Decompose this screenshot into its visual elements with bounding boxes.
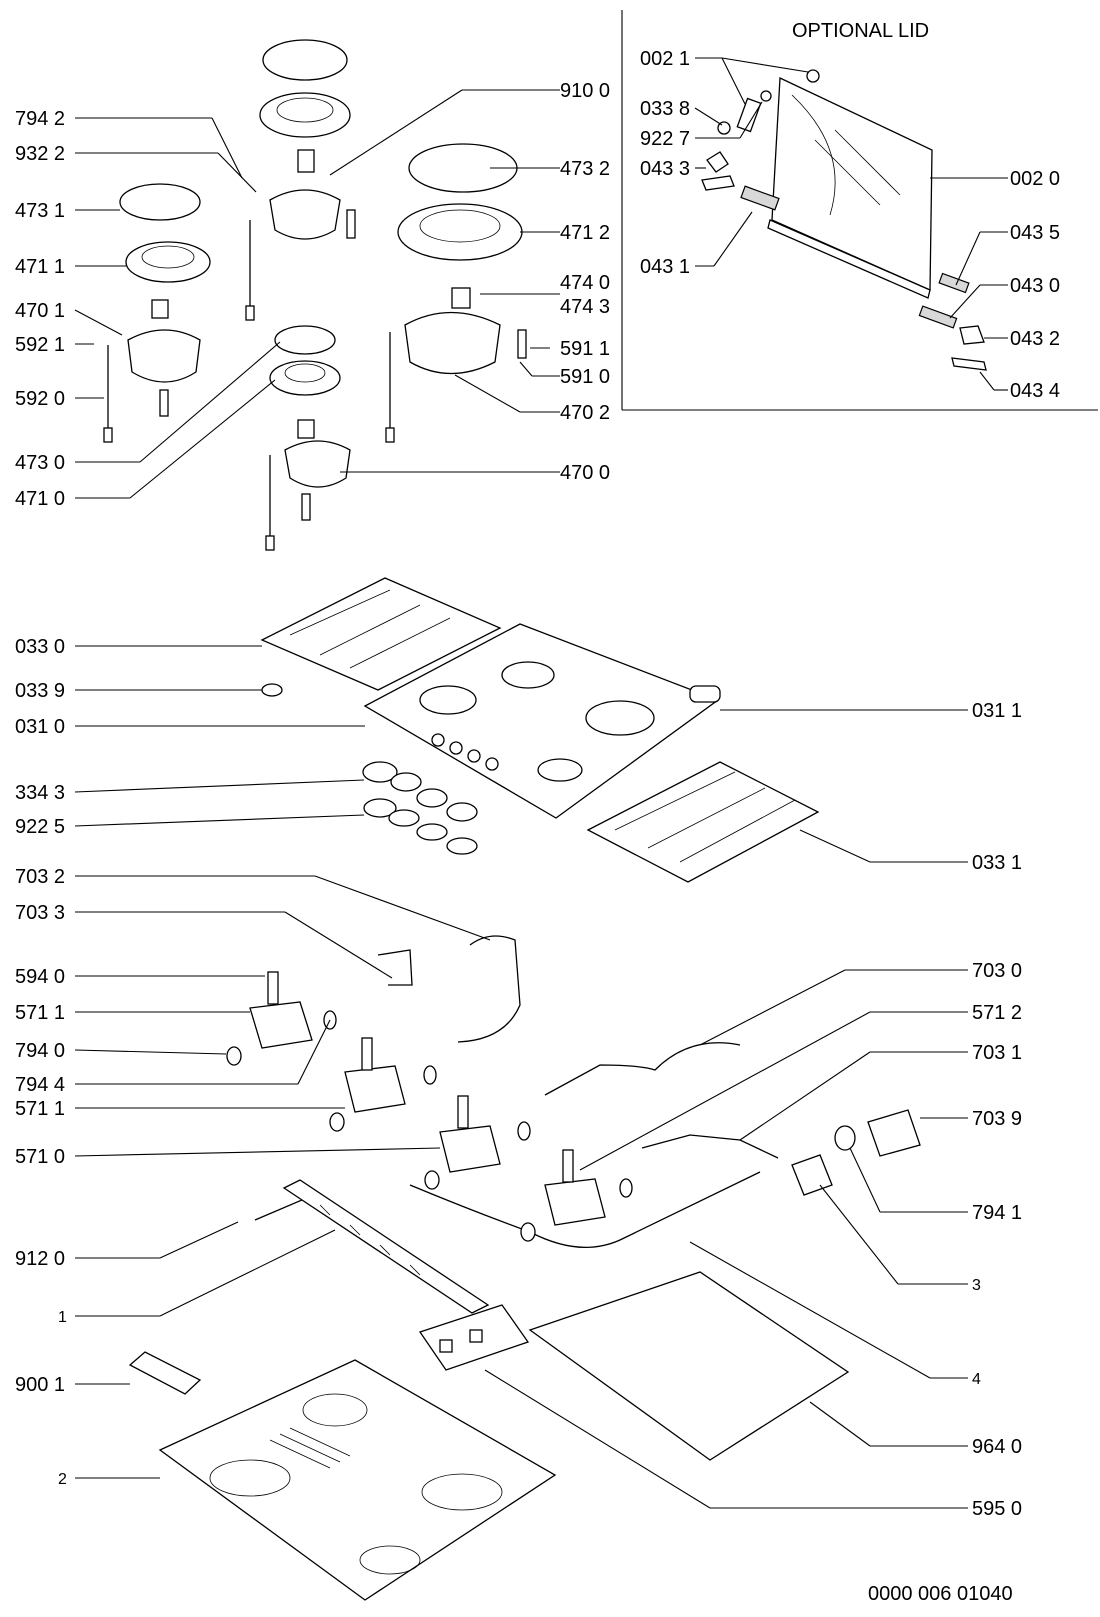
label-470-1: 470 1	[15, 300, 65, 322]
label-900-1: 900 1	[15, 1374, 65, 1396]
label-473-2: 473 2	[560, 158, 610, 180]
knobs-and-seals	[261, 683, 721, 855]
ignition-module	[418, 1304, 530, 1371]
pan-support-right	[586, 761, 820, 883]
label-703-0: 703 0	[972, 960, 1022, 982]
label-703-9: 703 9	[972, 1108, 1022, 1130]
label-471-0: 471 0	[15, 488, 65, 510]
hob-top-plate	[363, 623, 720, 819]
lid-hinge-parts	[701, 69, 987, 371]
drawing-code: 0000 006 01040	[868, 1583, 1013, 1605]
label-031-1: 031 1	[972, 700, 1022, 722]
label-922-5: 922 5	[15, 816, 65, 838]
label-591-0: 591 0	[560, 366, 610, 388]
optional-lid-title: OPTIONAL LID	[792, 20, 929, 42]
label-571-1-upper: 571 1	[15, 1002, 65, 1024]
label-4: 4	[972, 1371, 981, 1388]
burner-bases	[127, 149, 501, 488]
pan-support-left	[260, 577, 502, 691]
label-043-3: 043 3	[640, 158, 690, 180]
label-031-0: 031 0	[15, 716, 65, 738]
thermocouples-and-ignitors	[103, 209, 527, 551]
label-473-1: 473 1	[15, 200, 65, 222]
gas-inlet-fittings	[254, 1109, 921, 1221]
label-592-1: 592 1	[15, 334, 65, 356]
label-033-1: 033 1	[972, 852, 1022, 874]
label-595-0: 595 0	[972, 1498, 1022, 1520]
control-panel-bracket	[282, 1179, 490, 1314]
label-932-2: 932 2	[15, 143, 65, 165]
label-002-1: 002 1	[640, 48, 690, 70]
label-703-3: 703 3	[15, 902, 65, 924]
label-470-0: 470 0	[560, 462, 610, 484]
label-703-1: 703 1	[972, 1042, 1022, 1064]
label-1: 1	[58, 1309, 67, 1326]
label-033-8: 033 8	[640, 98, 690, 120]
label-910-0: 910 0	[560, 80, 610, 102]
label-922-7: 922 7	[640, 128, 690, 150]
label-794-4: 794 4	[15, 1074, 65, 1096]
label-043-0: 043 0	[1010, 275, 1060, 297]
label-043-4: 043 4	[1010, 380, 1060, 402]
label-571-1-lower: 571 1	[15, 1098, 65, 1120]
label-033-9: 033 9	[15, 680, 65, 702]
label-470-2: 470 2	[560, 402, 610, 424]
label-594-0: 594 0	[15, 966, 65, 988]
part-labels: 910 0 794 2 932 2 473 2 473 1 471 2 471 …	[15, 48, 1060, 1520]
label-471-2: 471 2	[560, 222, 610, 244]
label-002-0: 002 0	[1010, 168, 1060, 190]
label-794-1: 794 1	[972, 1202, 1022, 1224]
label-571-2: 571 2	[972, 1002, 1022, 1024]
label-043-1: 043 1	[640, 256, 690, 278]
clip-part	[128, 1351, 202, 1395]
burner-caps	[119, 39, 518, 355]
label-794-0: 794 0	[15, 1040, 65, 1062]
leader-lines	[74, 57, 1008, 1509]
burner-heads	[125, 92, 523, 396]
label-912-0: 912 0	[15, 1248, 65, 1270]
label-474-0: 474 0	[560, 272, 610, 294]
label-592-0: 592 0	[15, 388, 65, 410]
label-471-1: 471 1	[15, 256, 65, 278]
label-473-0: 473 0	[15, 452, 65, 474]
label-043-5: 043 5	[1010, 222, 1060, 244]
label-043-2: 043 2	[1010, 328, 1060, 350]
gas-valves	[226, 971, 633, 1242]
label-474-3: 474 3	[560, 296, 610, 318]
optional-lid-frame	[621, 10, 1098, 411]
label-703-2: 703 2	[15, 866, 65, 888]
label-3: 3	[972, 1277, 981, 1294]
label-033-0: 033 0	[15, 636, 65, 658]
label-964-0: 964 0	[972, 1436, 1022, 1458]
label-571-0: 571 0	[15, 1146, 65, 1168]
label-794-2: 794 2	[15, 108, 65, 130]
label-334-3: 334 3	[15, 782, 65, 804]
label-2: 2	[58, 1471, 67, 1488]
label-591-1: 591 1	[560, 338, 610, 360]
bottom-seal	[528, 1271, 850, 1461]
bottom-tray	[158, 1359, 557, 1601]
lid-glass-part	[767, 76, 933, 299]
